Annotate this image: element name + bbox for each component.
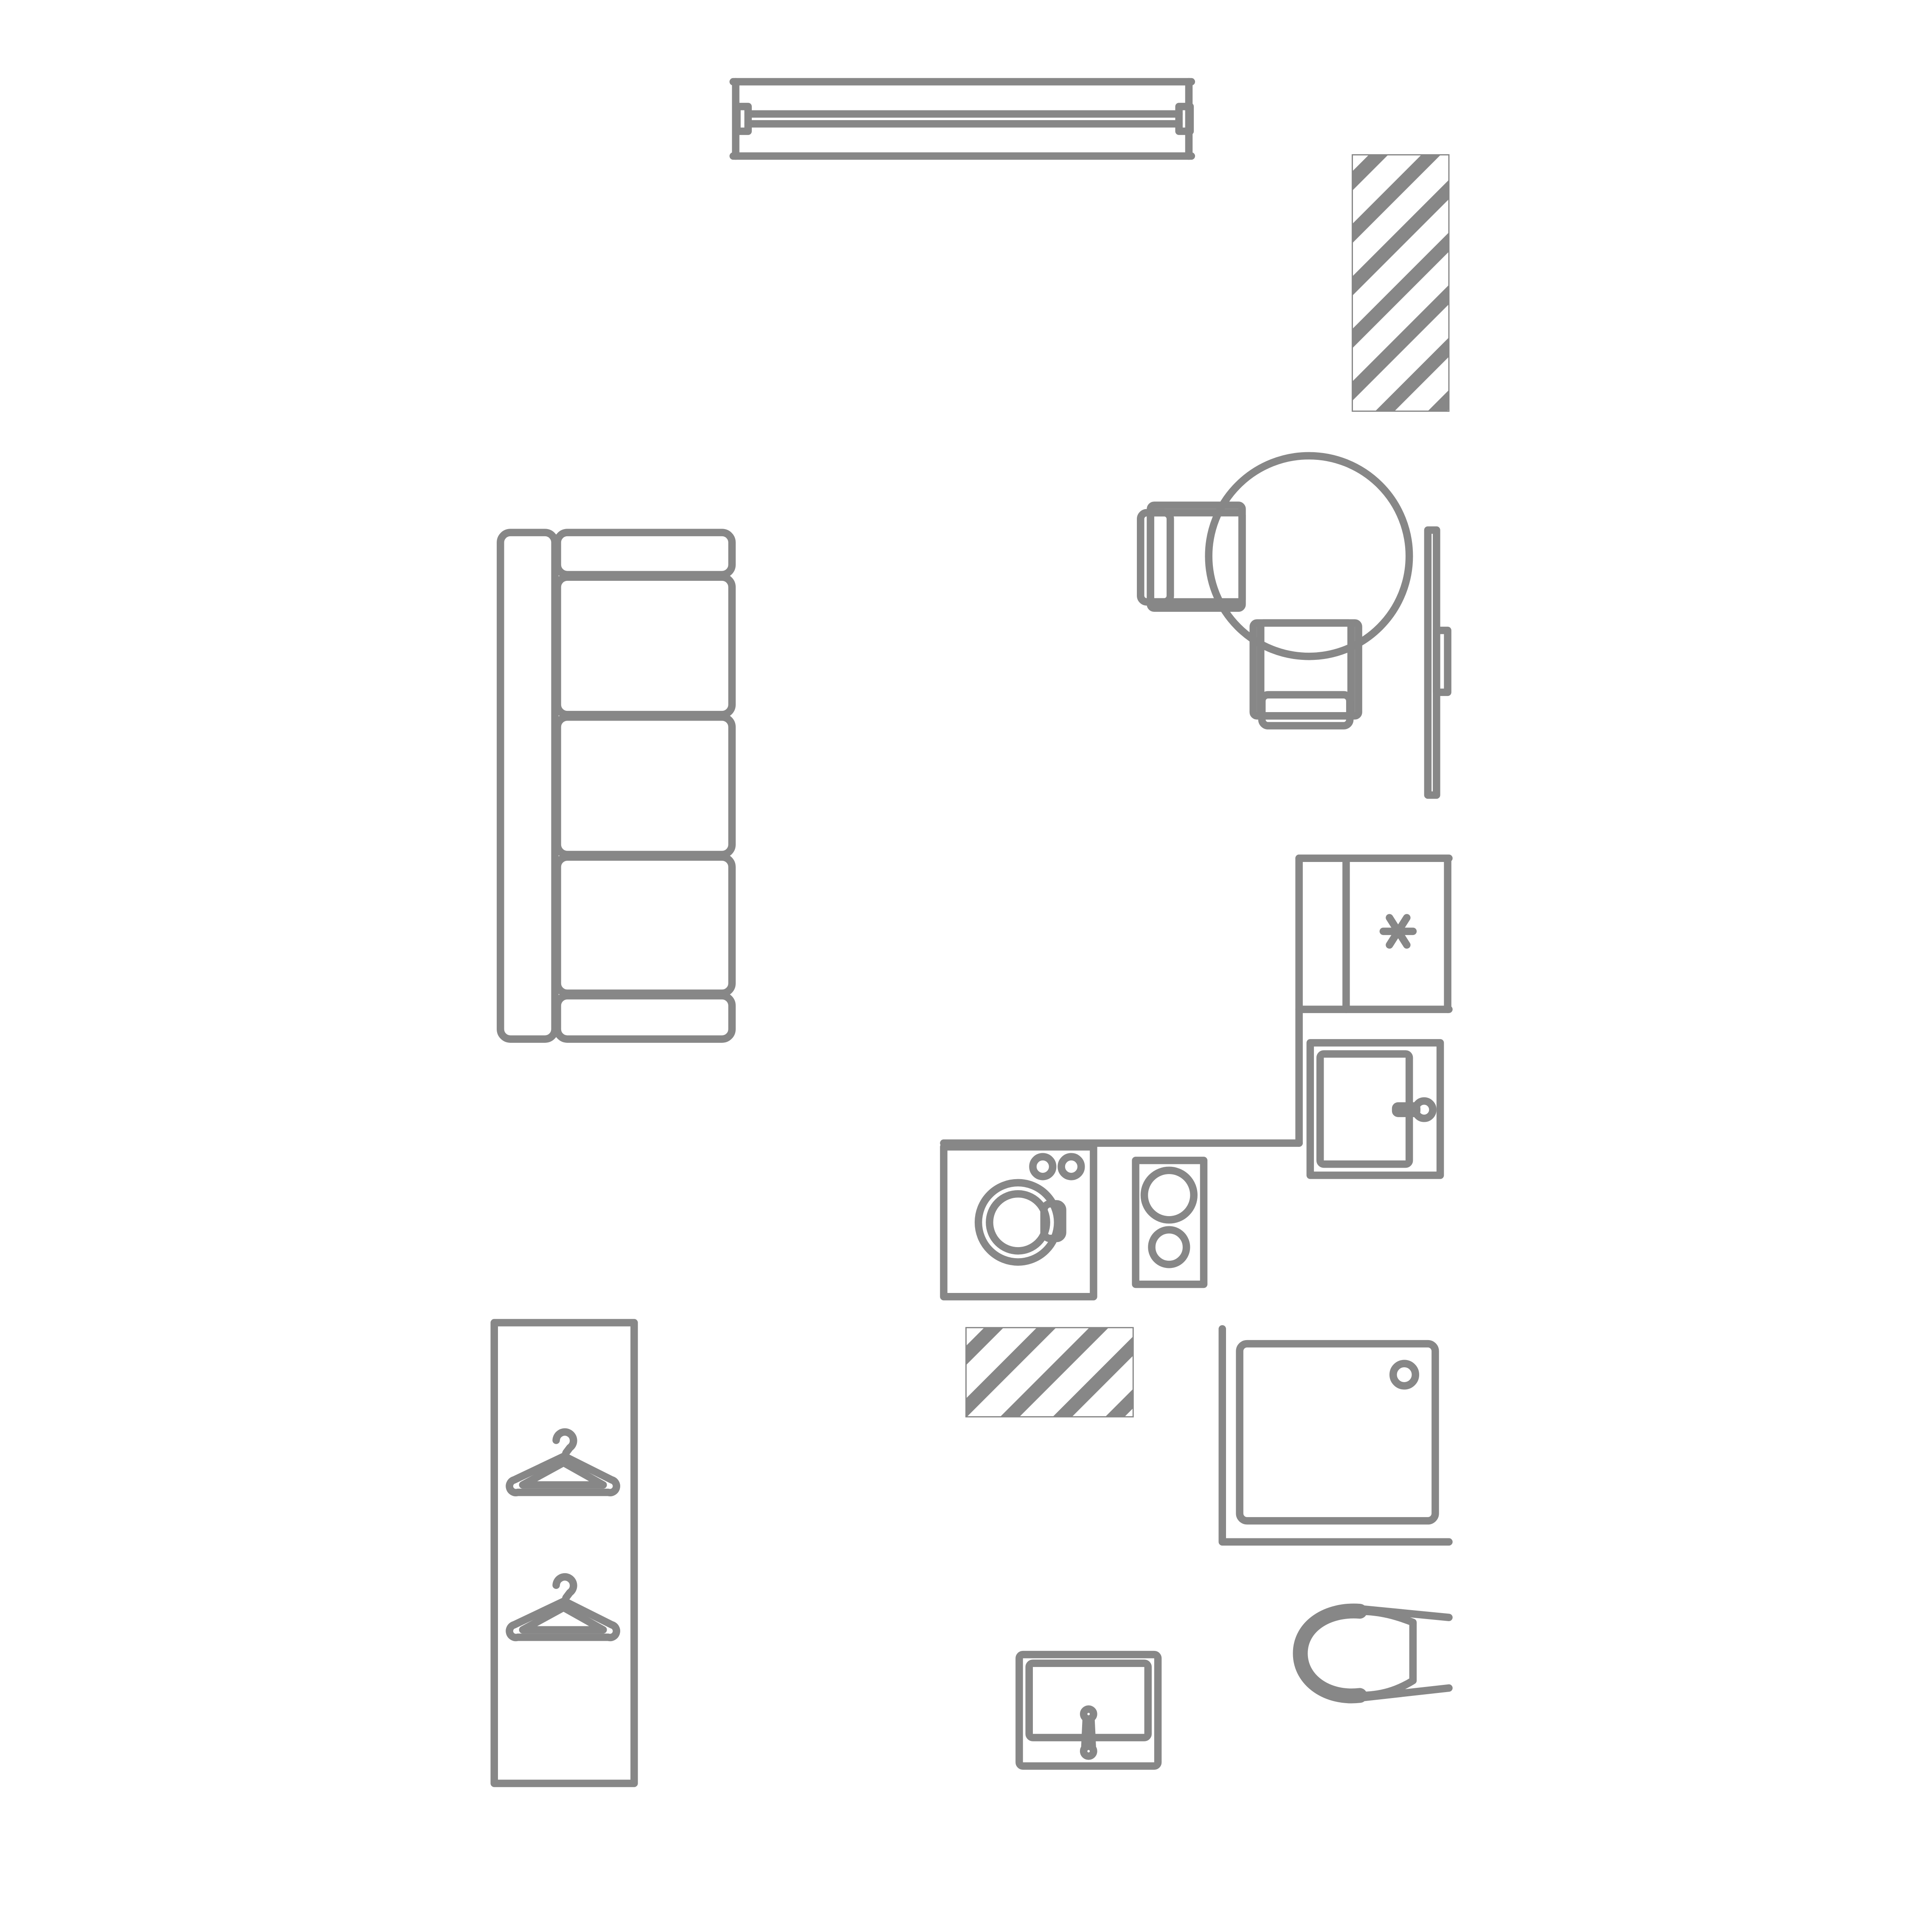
chair-icon <box>1137 501 1246 612</box>
hob-icon <box>1132 1157 1208 1288</box>
washing-machine-icon <box>940 1143 1097 1301</box>
hatched-area-top <box>1352 154 1450 412</box>
wall-panel-icon <box>1424 526 1451 799</box>
radiator-icon <box>729 78 1195 160</box>
clothes-hanger-icon <box>506 1573 620 1642</box>
toilet-icon <box>1293 1603 1453 1704</box>
hatched-area-middle <box>965 1327 1134 1418</box>
snowflake-icon <box>1379 914 1417 949</box>
sofa-icon <box>497 529 736 1043</box>
wardrobe-unit <box>490 1319 638 1787</box>
chair-icon <box>1249 619 1362 729</box>
floor-plan-drawing <box>490 78 1453 1787</box>
clothes-hanger-icon <box>506 1428 620 1496</box>
washbasin-icon <box>1015 1650 1162 1770</box>
shower-icon <box>1218 1325 1453 1546</box>
sink-icon <box>1306 1039 1444 1179</box>
refrigerator-unit <box>1295 854 1453 1147</box>
round-table-icon <box>1205 452 1413 660</box>
